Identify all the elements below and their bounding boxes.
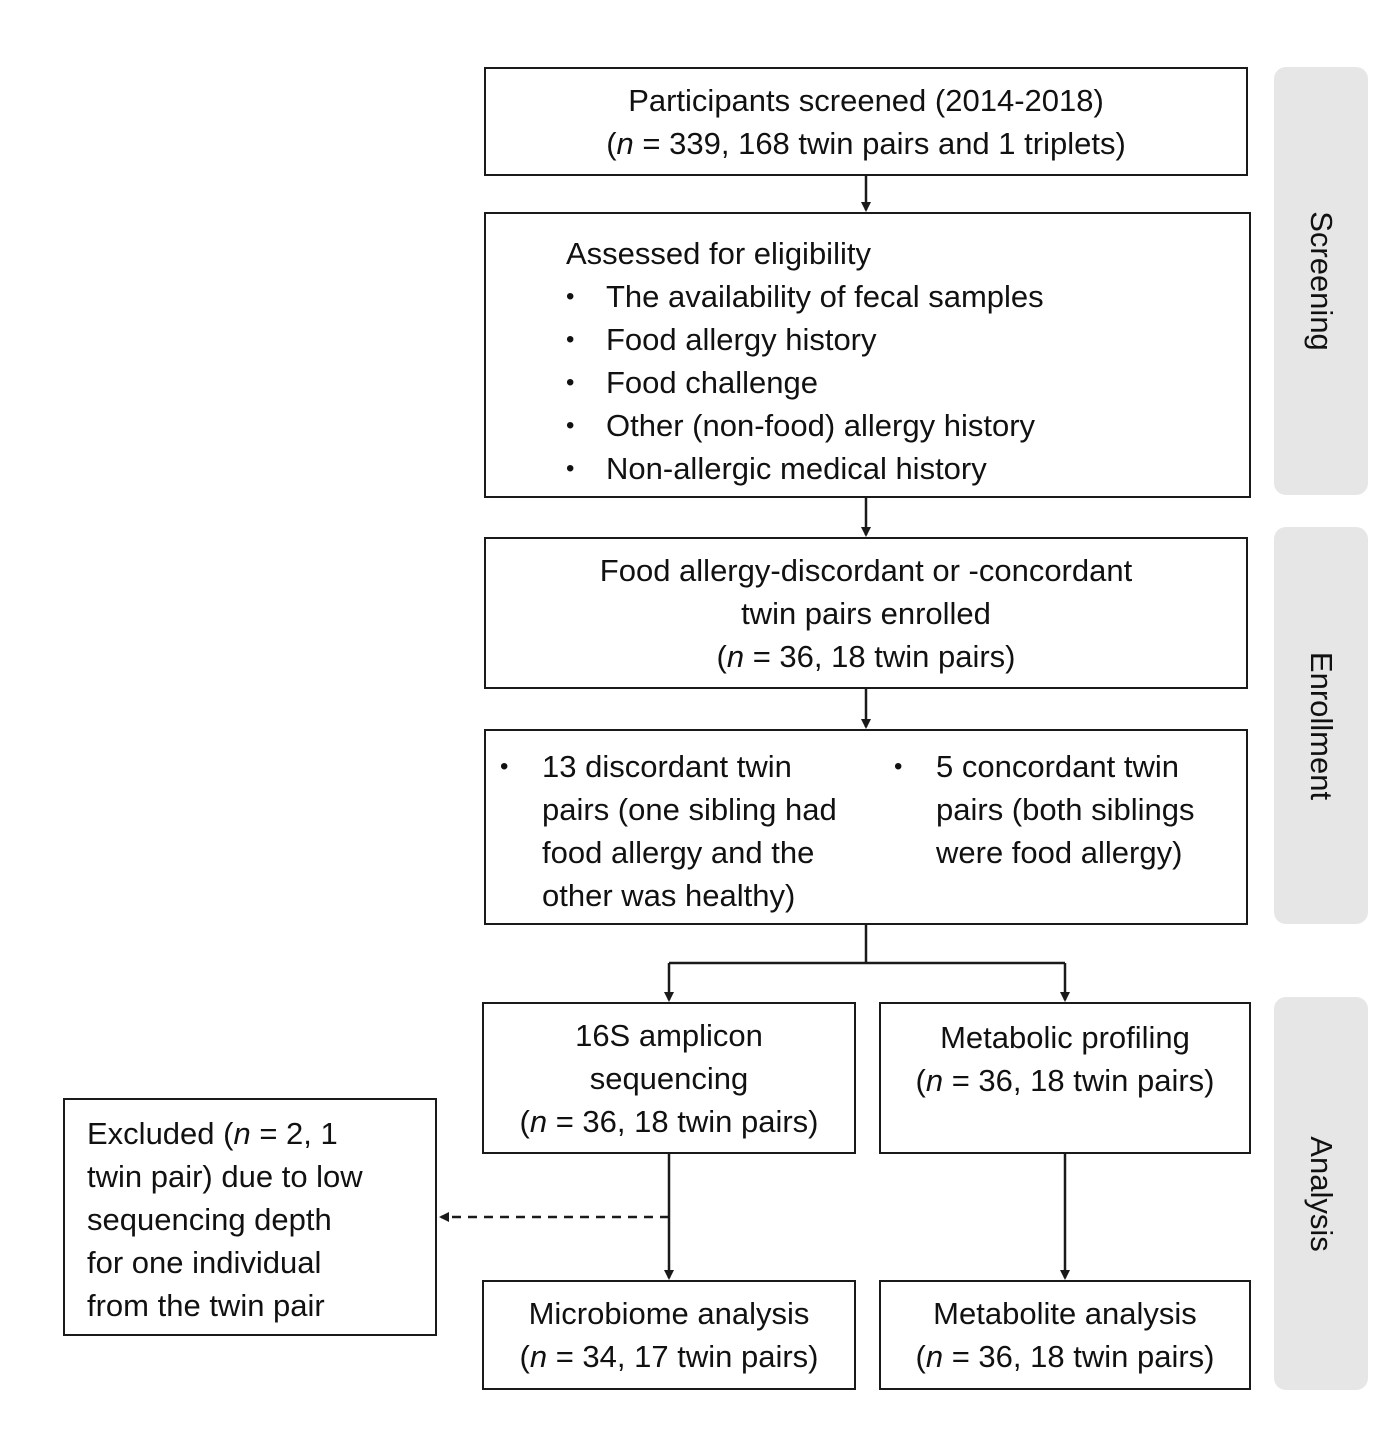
discordant-line: food allergy and the [542, 835, 815, 870]
excluded-line4: for one individual [87, 1245, 322, 1280]
enrolled-line3: (n = 36, 18 twin pairs) [716, 638, 1016, 674]
eligibility-item: The availability of fecal samples [566, 275, 1249, 318]
sequencing-line2: sequencing [589, 1060, 749, 1096]
eligibility-item: Other (non-food) allergy history [566, 404, 1249, 447]
metabolic-line2: (n = 36, 18 twin pairs) [915, 1063, 1215, 1098]
microbiome-line2: (n = 34, 17 twin pairs) [519, 1339, 819, 1374]
screened-line1: Participants screened (2014-2018) [628, 82, 1104, 118]
connector-split [669, 925, 1065, 965]
subgroups-box: • 13 discordant twin pairs (one sibling … [484, 729, 1248, 925]
bullet-icon: • [500, 753, 509, 780]
stage-panel-enrollment: Enrollment [1274, 527, 1368, 924]
excluded-line3: sequencing depth [87, 1202, 332, 1237]
concordant-subgroup: • 5 concordant twin pairs (both siblings… [894, 745, 1194, 874]
discordant-line: other was healthy) [542, 878, 796, 913]
discordant-line: 13 discordant twin [542, 749, 792, 784]
microbiome-analysis-box: Microbiome analysis (n = 34, 17 twin pai… [482, 1280, 856, 1390]
eligibility-criteria-list: The availability of fecal samples Food a… [566, 275, 1249, 490]
metabolite-line1: Metabolite analysis [933, 1296, 1197, 1331]
stage-panel-screening: Screening [1274, 67, 1368, 495]
excluded-line1: Excluded (n = 2, 1 [87, 1116, 338, 1151]
metabolite-analysis-box: Metabolite analysis (n = 36, 18 twin pai… [879, 1280, 1251, 1390]
excluded-box: Excluded (n = 2, 1 twin pair) due to low… [63, 1098, 437, 1336]
stage-panel-analysis: Analysis [1274, 997, 1368, 1390]
metabolic-profiling-box: Metabolic profiling (n = 36, 18 twin pai… [879, 1002, 1251, 1154]
screened-box: Participants screened (2014-2018) (n = 3… [484, 67, 1248, 176]
enrolled-box: Food allergy-discordant or -concordant t… [484, 537, 1248, 689]
enrolled-line2: twin pairs enrolled [741, 595, 991, 631]
eligibility-title: Assessed for eligibility [566, 236, 871, 271]
sequencing-line1: 16S amplicon [575, 1017, 763, 1053]
discordant-subgroup: • 13 discordant twin pairs (one sibling … [500, 745, 837, 917]
metabolic-line1: Metabolic profiling [940, 1020, 1190, 1055]
screened-line2: (n = 339, 168 twin pairs and 1 triplets) [606, 125, 1126, 161]
eligibility-item: Non-allergic medical history [566, 447, 1249, 490]
eligibility-item: Food challenge [566, 361, 1249, 404]
sequencing-box: 16S amplicon sequencing (n = 36, 18 twin… [482, 1002, 856, 1154]
microbiome-line1: Microbiome analysis [528, 1296, 810, 1331]
bullet-icon: • [894, 753, 903, 780]
eligibility-box: Assessed for eligibility The availabilit… [484, 212, 1251, 498]
sequencing-line3: (n = 36, 18 twin pairs) [519, 1103, 819, 1139]
concordant-line: were food allergy) [936, 835, 1183, 870]
enrolled-line1: Food allergy-discordant or -concordant [599, 552, 1133, 588]
concordant-line: pairs (both siblings [936, 792, 1195, 827]
eligibility-item: Food allergy history [566, 318, 1249, 361]
excluded-line5: from the twin pair [87, 1288, 325, 1323]
discordant-line: pairs (one sibling had [542, 792, 837, 827]
concordant-line: 5 concordant twin [936, 749, 1179, 784]
metabolite-line2: (n = 36, 18 twin pairs) [915, 1339, 1215, 1374]
excluded-line2: twin pair) due to low [87, 1159, 363, 1194]
